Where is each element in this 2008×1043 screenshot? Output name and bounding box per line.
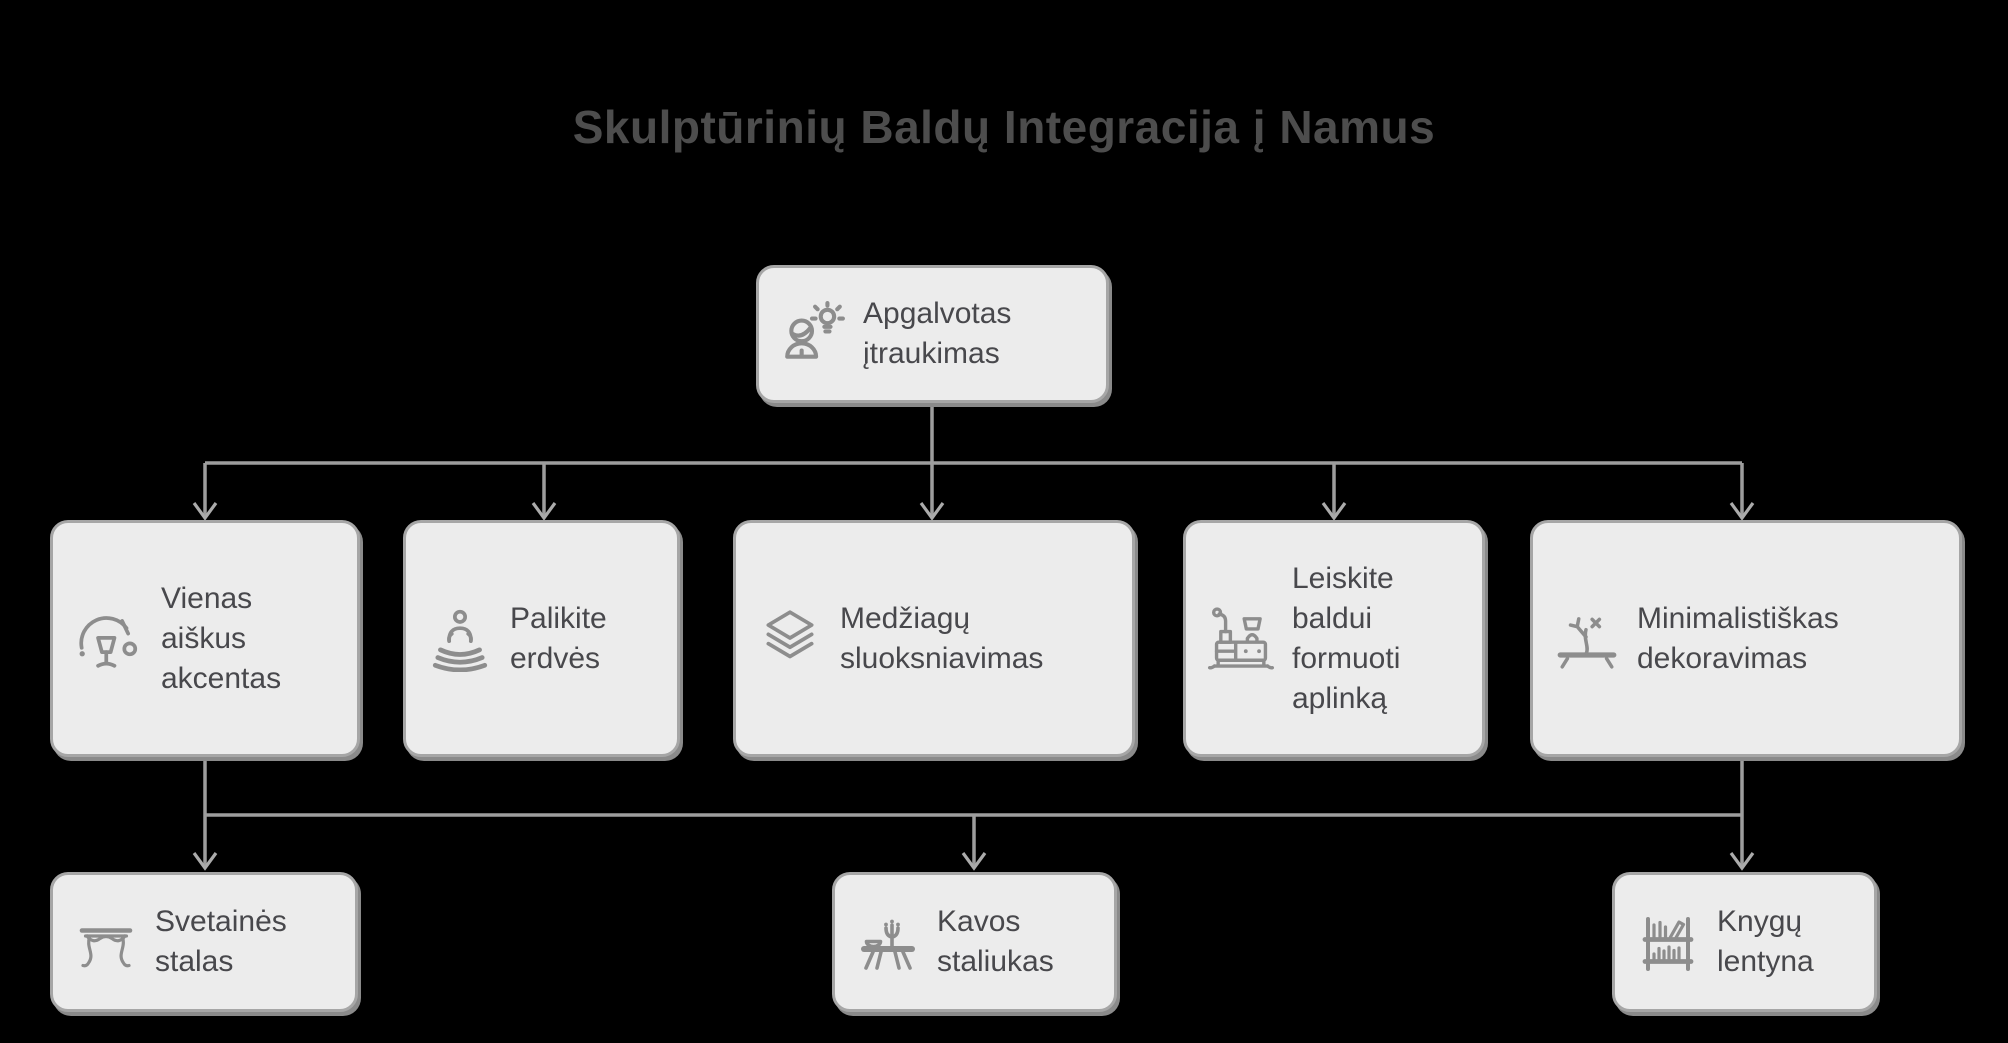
accent-lamp-icon <box>79 615 138 668</box>
node-leiskite-baldui-formuoti-aplinka: Leiskite baldui formuoti aplinką <box>1183 520 1485 757</box>
bookshelf-icon <box>1642 917 1694 971</box>
layers-icon <box>766 609 814 658</box>
branch-table-icon <box>1557 616 1617 669</box>
node-label: Palikite erdvės <box>510 601 607 675</box>
sideboard-icon <box>1207 606 1275 669</box>
meditation-icon <box>432 609 488 672</box>
node-kavos-staliukas: Kavos staliukas <box>832 872 1117 1012</box>
node-label: Svetainės stalas <box>155 905 287 978</box>
node-medziagu-sluoksniavimas: Medžiagų sluoksniavimas <box>733 520 1135 757</box>
diagram-title: Skulptūrinių Baldų Integracija į Namus <box>572 101 1436 153</box>
node-svetaines-stalas: Svetainės stalas <box>50 872 358 1012</box>
console-table-icon <box>79 928 133 968</box>
node-label: Medžiagų sluoksniavimas <box>840 601 1044 675</box>
person-idea-icon <box>785 301 845 359</box>
node-label: Apgalvotas įtraukimas <box>863 297 1012 370</box>
node-vienas-aiskus-akcentas: Vienas aiškus akcentas <box>50 520 360 757</box>
node-label: Vienas aiškus akcentas <box>161 581 282 695</box>
coffee-table-icon <box>861 919 915 970</box>
node-label: Knygų lentyna <box>1717 905 1814 978</box>
node-knygu-lentyna: Knygų lentyna <box>1612 872 1877 1012</box>
node-label: Kavos staliukas <box>937 905 1054 978</box>
node-apgalvotas-itraukimas: Apgalvotas įtraukimas <box>756 265 1109 403</box>
node-label: Leiskite baldui formuoti aplinką <box>1292 561 1401 715</box>
node-palikite-erdves: Palikite erdvės <box>403 520 680 757</box>
node-minimalistiskas-dekoravimas: Minimalistiškas dekoravimas <box>1530 520 1962 757</box>
node-label: Minimalistiškas dekoravimas <box>1637 601 1839 675</box>
